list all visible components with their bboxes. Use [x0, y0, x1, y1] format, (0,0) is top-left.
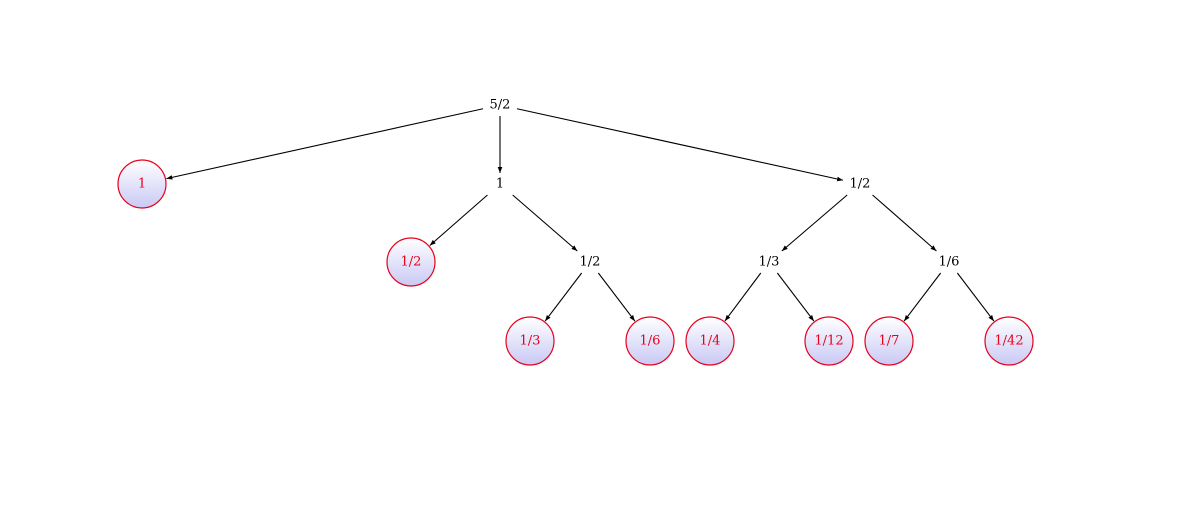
edge-arrow — [544, 272, 583, 322]
node-label: 1/12 — [814, 334, 843, 349]
leaf-circle — [804, 316, 854, 366]
node-label: 1/3 — [520, 334, 541, 349]
leaf-node: 1/3 — [505, 316, 555, 366]
edge-arrow — [872, 194, 937, 252]
node-label: 1/2 — [580, 255, 601, 270]
node-label: 5/2 — [490, 98, 511, 113]
node-label: 1/42 — [994, 334, 1023, 349]
edge-arrow — [724, 272, 762, 322]
leaf-circle — [117, 159, 167, 209]
edges-layer — [166, 108, 995, 322]
leaf-node: 1/7 — [864, 316, 914, 366]
leaf-circle — [625, 316, 675, 366]
inner-node: 1/2 — [580, 255, 601, 270]
leaf-node: 1 — [117, 159, 167, 209]
node-label: 1/4 — [700, 334, 721, 349]
inner-node: 1/2 — [850, 177, 871, 192]
leaf-node: 1/42 — [984, 316, 1034, 366]
leaf-node: 1/6 — [625, 316, 675, 366]
leaf-node: 1/12 — [804, 316, 854, 366]
node-label: 1/6 — [640, 334, 661, 349]
leaf-circle — [864, 316, 914, 366]
node-label: 1 — [138, 177, 146, 192]
edge-arrow — [597, 272, 636, 322]
leaf-circle — [505, 316, 555, 366]
inner-node: 1/6 — [939, 255, 960, 270]
leaf-circle — [984, 316, 1034, 366]
edge-arrow — [956, 272, 995, 322]
leaf-circle — [386, 237, 436, 287]
edge-arrow — [781, 194, 848, 252]
edge-arrow — [776, 272, 815, 322]
nodes-layer: 5/2 1 1 1/2 1/2 1/2 1/3 1/6 1/3 1/6 1/4 1/12 1/7 1/42 — [117, 98, 1034, 366]
node-label: 1/6 — [939, 255, 960, 270]
node-label: 1/2 — [850, 177, 871, 192]
leaf-node: 1/2 — [386, 237, 436, 287]
node-label: 1/3 — [759, 255, 780, 270]
edge-arrow — [512, 194, 578, 252]
edge-arrow — [516, 108, 844, 182]
inner-node: 1/3 — [759, 255, 780, 270]
leaf-circle — [685, 316, 735, 366]
edge-arrow — [166, 108, 484, 180]
node-label: 1/2 — [401, 255, 422, 270]
edge-arrow — [429, 194, 488, 246]
node-label: 1 — [496, 177, 504, 192]
node-label: 1/7 — [879, 334, 900, 349]
inner-node: 1 — [496, 177, 504, 192]
inner-node: 5/2 — [490, 98, 511, 113]
leaf-node: 1/4 — [685, 316, 735, 366]
edge-arrow — [903, 272, 942, 322]
